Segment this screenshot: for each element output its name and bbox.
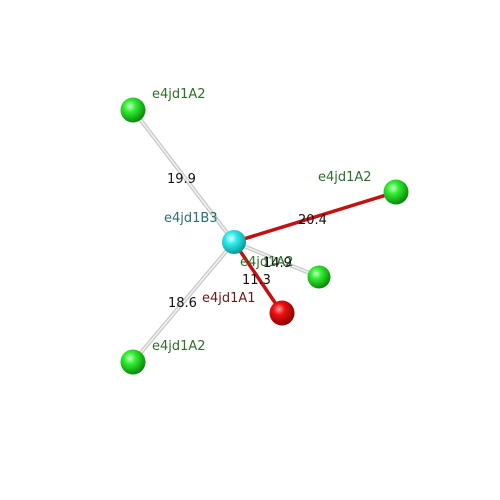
nodes [120, 97, 409, 375]
node-right [383, 179, 409, 205]
edge-label-bottom-left: 18.6 [168, 296, 197, 311]
node-center [222, 230, 246, 254]
edge-center-red [232, 240, 284, 315]
edge-label-red: 11.3 [242, 273, 271, 288]
label-red: e4jd1A1 [202, 291, 256, 306]
edge-label-right: 20.4 [298, 213, 327, 228]
edge-label-top-left: 19.9 [167, 172, 196, 187]
label-right: e4jd1A2 [318, 170, 372, 185]
edge-center-right [232, 190, 398, 244]
edge-label-mid-right: 14.9 [263, 256, 292, 271]
edge-center-mid-right-highlight [233, 241, 320, 278]
label-bottom-left: e4jd1A2 [152, 339, 206, 354]
edges [131, 108, 398, 364]
edge-center-bottom-left-highlight [132, 241, 235, 363]
edge-center-top-left-highlight [132, 109, 235, 243]
node-top-left [120, 97, 146, 123]
label-center: e4jd1B3 [164, 211, 218, 226]
edge-labels: 19.9 20.4 14.9 11.3 18.6 [167, 172, 327, 311]
label-top-left: e4jd1A2 [152, 87, 206, 102]
label-mid-right: e4jd1A2 [240, 255, 294, 270]
node-bottom-left [120, 349, 146, 375]
node-mid-right [307, 265, 331, 289]
node-labels: e4jd1A2 e4jd1A2 e4jd1B3 e4jd1A2 e4jd1A1 … [152, 87, 372, 354]
node-red [269, 300, 295, 326]
